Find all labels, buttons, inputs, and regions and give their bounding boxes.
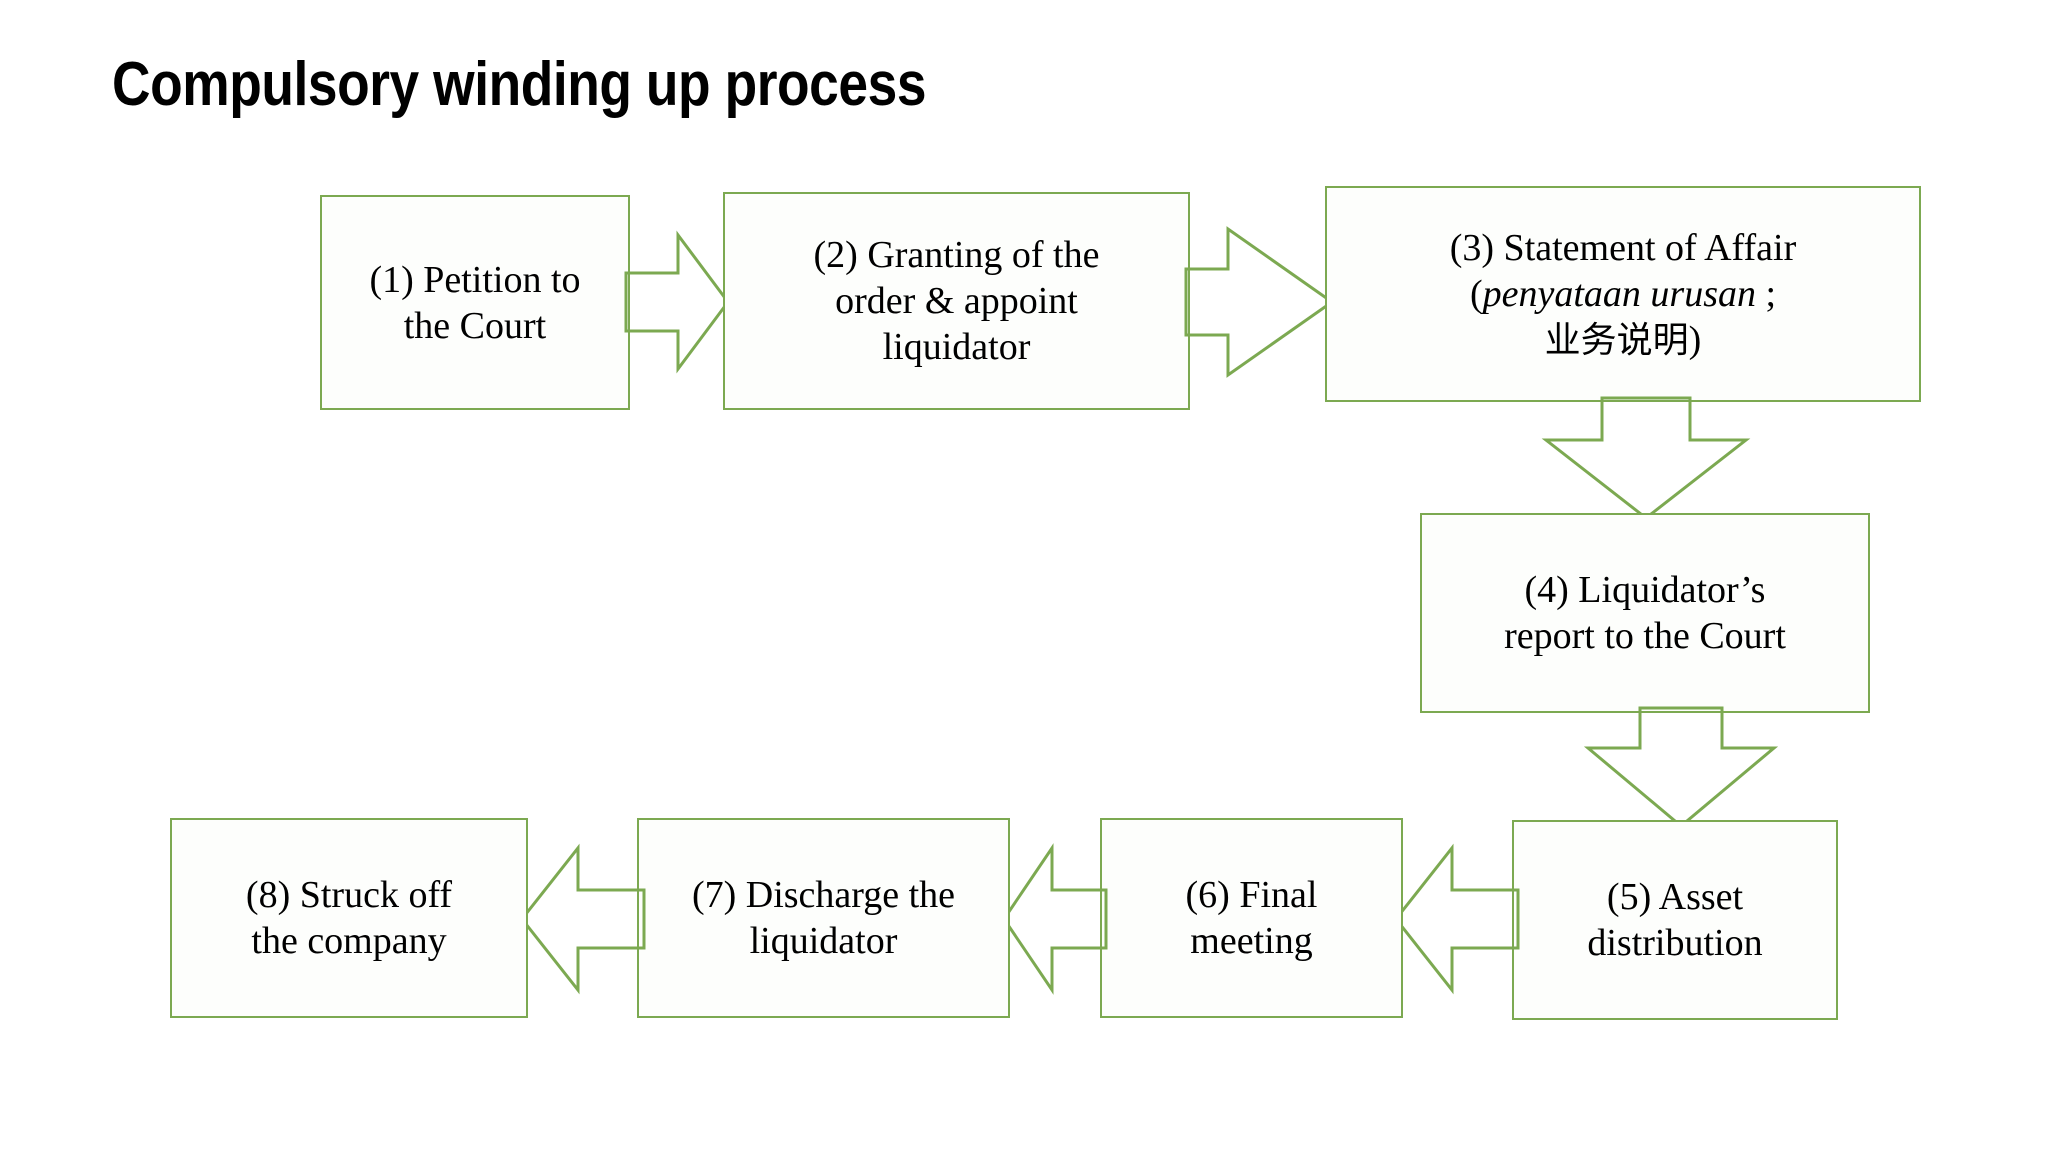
flow-node-3-line-2-malay-term: penyataan urusan [1482,272,1756,315]
flow-node-3-statement-of-affair[interactable]: (3) Statement of Affair(penyataan urusan… [1325,186,1921,402]
flow-node-4-line-1: (4) Liquidator’s [1524,569,1766,611]
flow-node-3-line-3-close-paren: ) [1688,318,1702,361]
arrow-left-node6-to-node7 [1004,848,1106,990]
arrow-down-node3-to-node4 [1546,398,1746,518]
flow-node-3-label: (3) Statement of Affair(penyataan urusan… [1337,225,1909,364]
flow-node-3-line-3-chinese-term: 业务说明 [1544,319,1689,361]
flow-node-3-line-2-semicolon: ; [1755,272,1777,315]
arrow-left-node5-to-node6 [1396,848,1518,990]
arrow-right-node2-to-node3 [1186,229,1332,375]
flow-node-1-line-2: the Court [403,304,547,347]
arrow-down-node4-to-node5 [1588,708,1774,826]
flow-node-8-line-1: (8) Struck off [245,874,453,916]
flow-node-3-line-1: (3) Statement of Affair [1449,226,1797,269]
flow-node-6-line-2: meeting [1190,920,1313,962]
flow-node-7-line-1: (7) Discharge the [691,874,956,916]
flow-node-7-line-2: liquidator [749,920,898,962]
arrow-right-node1-to-node2 [626,235,728,369]
flow-node-6-line-1: (6) Final [1185,874,1318,916]
flow-node-2-line-3: liquidator [882,326,1031,368]
flow-node-2-line-1: (2) Granting of the [813,234,1100,276]
arrow-left-node7-to-node8 [522,848,644,990]
flow-node-8-line-2: the company [251,920,447,962]
flow-node-4-line-2: report to the Court [1504,615,1786,657]
flow-node-2-line-2: order & appoint [835,280,1078,322]
flow-node-1-line-1: (1) Petition to [369,258,581,301]
flow-node-5-line-2: distribution [1587,922,1763,964]
flow-node-3-line-2-open-paren: ( [1469,272,1483,315]
page-title: Compulsory winding up process [112,50,927,119]
flow-node-5-line-1: (5) Asset [1606,876,1744,918]
